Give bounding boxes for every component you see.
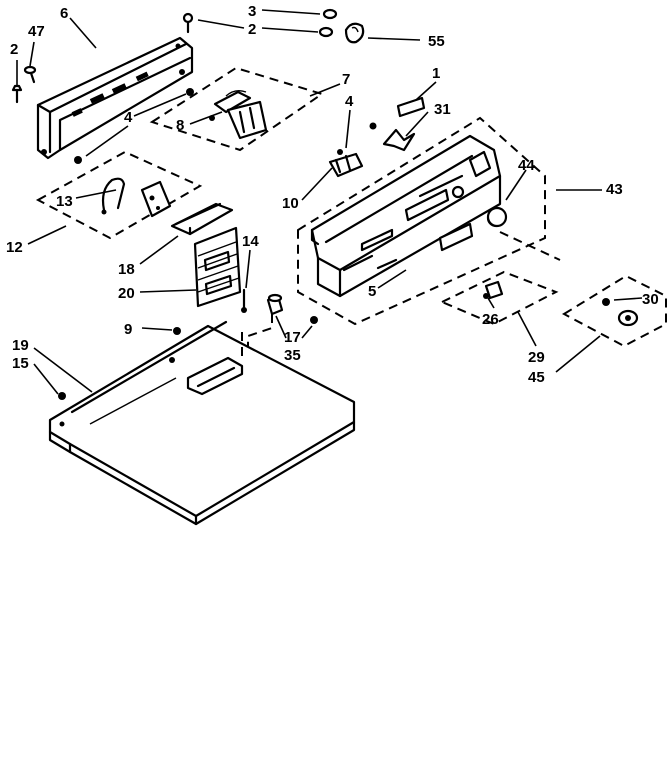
callout-19: 19 <box>12 337 29 354</box>
callout-17: 17 <box>284 329 301 346</box>
screws-top <box>182 8 365 44</box>
screw-14 <box>241 288 247 313</box>
callout-35: 35 <box>284 347 301 364</box>
callout-4-mid: 4 <box>345 93 354 110</box>
callouts: 3 2 55 2 47 6 7 1 4 8 4 31 44 43 13 10 1… <box>6 3 659 386</box>
callout-1: 1 <box>432 65 440 82</box>
part-rear-bracket <box>36 36 194 160</box>
callout-8: 8 <box>176 117 184 134</box>
callout-5: 5 <box>368 283 376 300</box>
part-knob-group <box>561 274 667 348</box>
callout-4-left: 4 <box>124 109 133 126</box>
callout-18: 18 <box>118 261 135 278</box>
callout-20: 20 <box>118 285 135 302</box>
callout-3: 3 <box>248 3 256 20</box>
part-harness-group <box>35 150 203 240</box>
callout-30: 30 <box>642 291 659 308</box>
knob-44 <box>486 206 508 228</box>
callout-43: 43 <box>606 181 623 198</box>
screws-9-15 <box>58 327 181 400</box>
leader-lines <box>16 9 643 395</box>
part-lint-screen <box>193 226 242 308</box>
callout-14: 14 <box>242 233 259 250</box>
callout-26: 26 <box>482 311 499 328</box>
callout-29: 29 <box>528 349 545 366</box>
callout-55: 55 <box>428 33 445 50</box>
callout-13: 13 <box>56 193 73 210</box>
small-parts-right-top <box>328 96 426 178</box>
callout-15: 15 <box>12 355 29 372</box>
callout-6: 6 <box>60 5 68 22</box>
callout-7: 7 <box>342 71 350 88</box>
callout-31: 31 <box>434 101 451 118</box>
callout-9: 9 <box>124 321 132 338</box>
callout-12: 12 <box>6 239 23 256</box>
callout-44: 44 <box>518 157 535 174</box>
part-control-console <box>297 116 546 326</box>
callout-2-top: 2 <box>248 21 256 38</box>
part-top-panel <box>48 320 356 526</box>
part-timer-group <box>149 66 325 152</box>
part-lint-cover <box>170 202 234 236</box>
callout-2-left: 2 <box>10 41 18 58</box>
callout-10: 10 <box>282 195 299 212</box>
callout-45: 45 <box>528 369 545 386</box>
part-switch-group <box>439 270 559 326</box>
screw-left <box>11 65 37 104</box>
callout-47: 47 <box>28 23 45 40</box>
